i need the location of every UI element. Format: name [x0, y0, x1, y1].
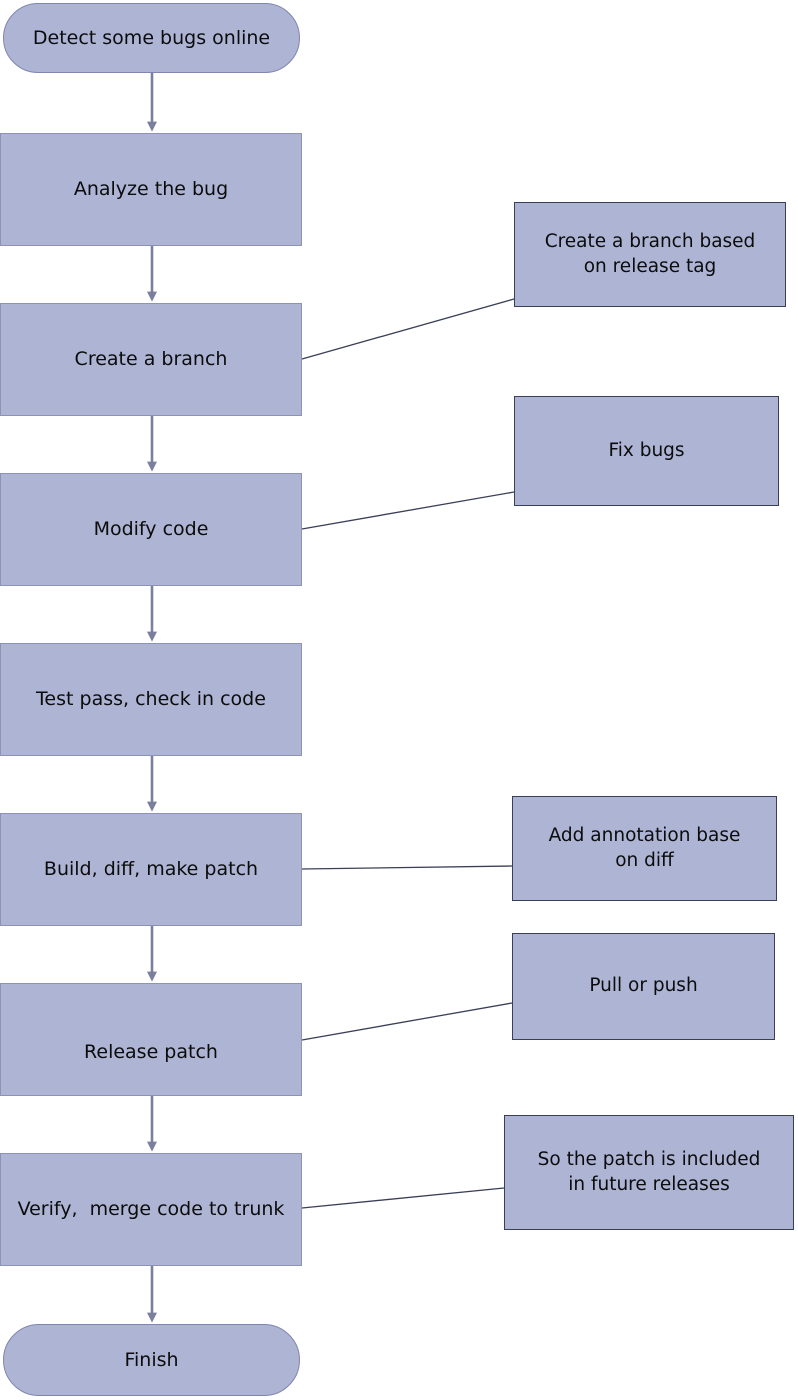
node-label: Add annotation base on diff: [548, 825, 741, 871]
flow-node-modify[interactable]: Modify code: [0, 473, 302, 586]
annotation-node-ann-verify[interactable]: So the patch is included in future relea…: [504, 1115, 794, 1230]
node-label: Test pass, check in code: [36, 688, 266, 711]
node-label: Modify code: [93, 518, 209, 541]
annotation-node-ann-modify[interactable]: Fix bugs: [514, 396, 779, 506]
flow-node-start[interactable]: Detect some bugs online: [3, 3, 300, 73]
node-label: Create a branch based on release tag: [544, 231, 756, 277]
flow-node-build[interactable]: Build, diff, make patch: [0, 813, 302, 926]
conn-verify: [301, 1187, 505, 1209]
node-label: Fix bugs: [608, 439, 685, 461]
annotation-node-ann-branch[interactable]: Create a branch based on release tag: [514, 202, 786, 307]
node-label: Build, diff, make patch: [43, 858, 259, 881]
annotation-node-ann-build[interactable]: Add annotation base on diff: [512, 796, 777, 901]
conn-release: [301, 1002, 513, 1041]
node-label: So the patch is included in future relea…: [537, 1149, 761, 1195]
node-label: Finish: [124, 1348, 179, 1371]
flow-node-branch[interactable]: Create a branch: [0, 303, 302, 416]
node-label: Analyze the bug: [73, 178, 229, 201]
flow-node-test[interactable]: Test pass, check in code: [0, 643, 302, 756]
node-label: Detect some bugs online: [32, 26, 271, 49]
flow-node-verify[interactable]: Verify, merge code to trunk: [0, 1153, 302, 1266]
node-label: Verify, merge code to trunk: [17, 1198, 285, 1221]
flow-node-release[interactable]: Release patch: [0, 983, 302, 1096]
node-label: Release patch: [84, 1041, 218, 1064]
conn-branch: [301, 298, 515, 360]
annotation-node-ann-release[interactable]: Pull or push: [512, 933, 775, 1040]
flow-node-finish[interactable]: Finish: [3, 1324, 300, 1396]
conn-build: [301, 865, 513, 870]
flow-node-analyze[interactable]: Analyze the bug: [0, 133, 302, 246]
conn-modify: [301, 491, 515, 530]
node-label: Create a branch: [74, 348, 228, 371]
node-label: Pull or push: [589, 975, 698, 997]
